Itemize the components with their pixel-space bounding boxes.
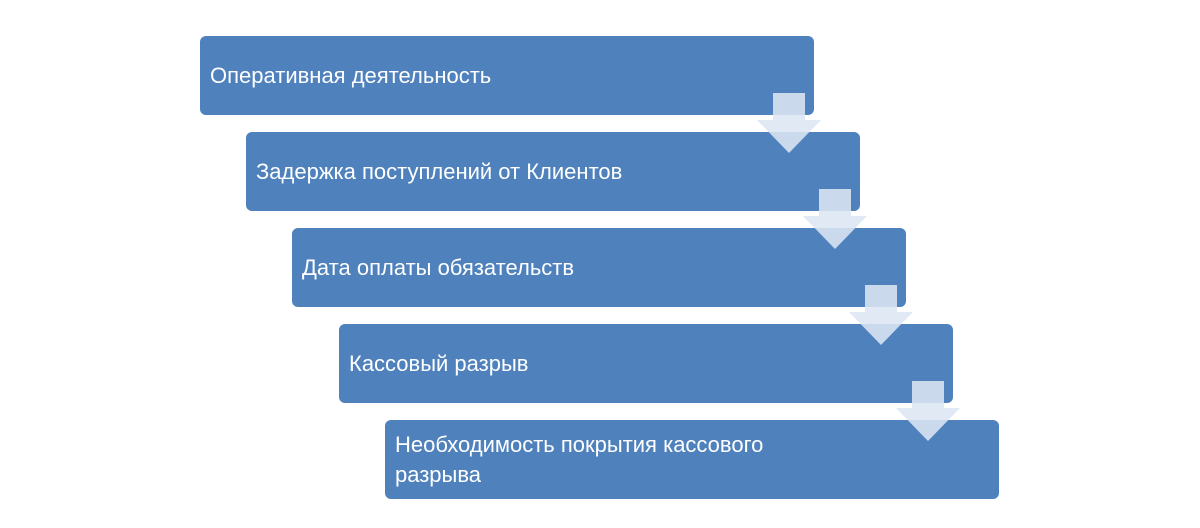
- down-arrow-icon: [849, 285, 913, 345]
- down-arrow-icon: [803, 189, 867, 249]
- step-3-box: Дата оплаты обязательств: [292, 228, 906, 307]
- step-2-box: Задержка поступлений от Клиентов: [246, 132, 860, 211]
- step-label: Кассовый разрыв: [349, 350, 529, 376]
- step-label: Оперативная деятельность: [210, 62, 492, 88]
- step-label: Задержка поступлений от Клиентов: [256, 158, 623, 184]
- down-arrow-icon: [757, 93, 821, 153]
- step-label: Необходимость покрытия кассового разрыва: [395, 431, 764, 487]
- step-4-box: Кассовый разрыв: [339, 324, 953, 403]
- step-5-box: Необходимость покрытия кассового разрыва: [385, 420, 999, 499]
- step-label: Дата оплаты обязательств: [302, 254, 575, 280]
- down-arrow-icon: [896, 381, 960, 441]
- step-1-box: Оперативная деятельность: [200, 36, 814, 115]
